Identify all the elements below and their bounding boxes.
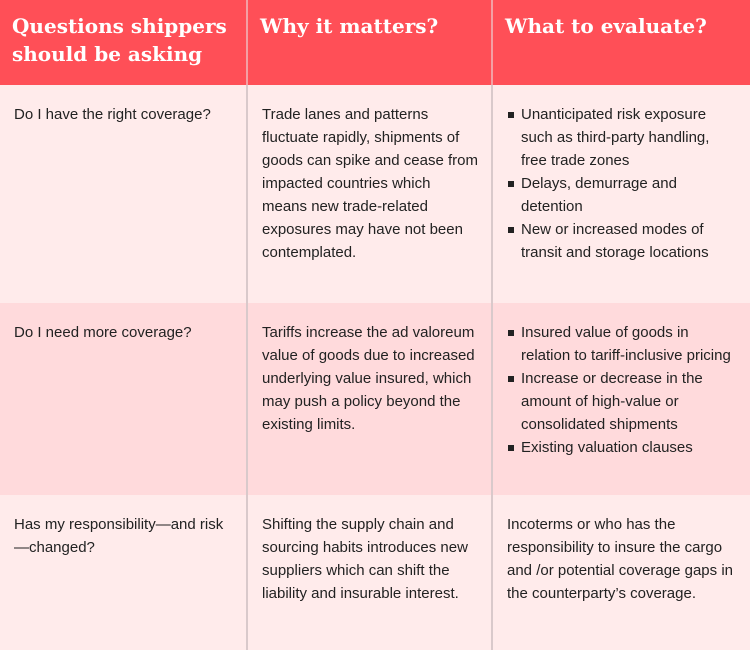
list-item: Insured value of goods in relation to ta… (507, 321, 738, 367)
header-evaluate: What to evaluate? (493, 0, 750, 85)
row-2-question: Do I need more coverage? (0, 303, 248, 495)
header-why: Why it matters? (248, 0, 493, 85)
row-3-why: Shifting the supply chain and sourcing h… (248, 495, 493, 650)
header-questions: Questions shippers should be asking (0, 0, 248, 85)
list-item: Increase or decrease in the amount of hi… (507, 367, 738, 436)
row-3-question: Has my responsibility—and risk—changed? (0, 495, 248, 650)
list-item: Unanticipated risk exposure such as thir… (507, 103, 738, 172)
row-3-evaluate: Incoterms or who has the responsibility … (493, 495, 750, 650)
row-1-question: Do I have the right coverage? (0, 85, 248, 303)
list-item: New or increased modes of transit and st… (507, 218, 738, 264)
list-item: Existing valuation clauses (507, 436, 738, 459)
list-item: Delays, demurrage and detention (507, 172, 738, 218)
row-1-why: Trade lanes and patterns fluctuate rapid… (248, 85, 493, 303)
row-2-why: Tariffs increase the ad valoreum value o… (248, 303, 493, 495)
row-1-evaluate: Unanticipated risk exposure such as thir… (493, 85, 750, 303)
row-2-evaluate: Insured value of goods in relation to ta… (493, 303, 750, 495)
